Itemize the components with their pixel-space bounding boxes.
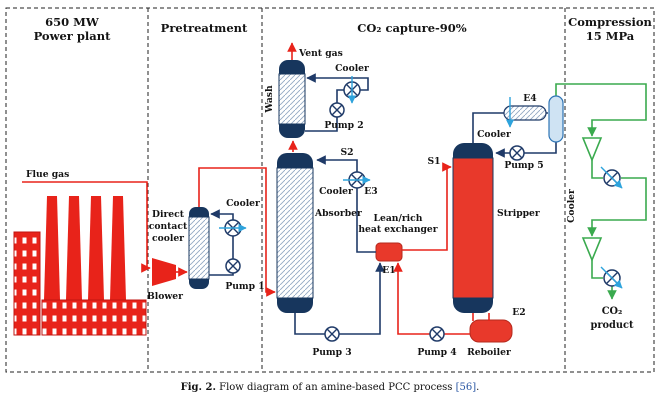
direct-contact-cooler-column [188,207,210,289]
compressor2-out-line [591,260,603,279]
stripper-column [452,143,494,313]
wash-column [278,60,306,138]
wash-label: Wash [264,85,275,114]
reboiler-vessel [469,319,513,343]
solvent-lines [209,73,557,335]
co2-lines [555,83,647,300]
co2-to-compressor1-line [555,83,647,137]
e4-label: E4 [523,93,537,104]
condenser-e4 [503,105,547,121]
lean-rich-label-line2: heat exchanger [358,224,437,235]
chimney-icon [88,196,104,300]
s1-label: S1 [427,156,440,167]
section-title-pretreatment: Pretreatment [161,21,248,35]
pump-3-icon [324,326,340,342]
flue-gas-label: Flue gas [26,169,69,180]
pump2-label: Pump 2 [324,120,363,131]
section-title-compression-line2: 15 MPa [586,29,635,43]
pump1-label: Pump 1 [225,281,264,292]
section-title-capture: CO₂ capture-90% [357,21,467,35]
caption-period: . [476,382,480,393]
blower-icon [152,258,176,286]
section-title-power-plant-line2: Power plant [34,29,112,43]
co2-product-label-line1: CO₂ [602,306,623,317]
absorber-label: Absorber [314,208,362,219]
plant-tower [13,231,41,336]
pump4-label: Pump 4 [417,347,457,358]
compressor-1-icon [581,137,603,163]
flue-gas-line [22,181,151,273]
figure-caption: Fig. 2. Flow diagram of an amine-based P… [0,382,660,393]
blower-label: Blower [147,291,183,302]
caption-reference: [56] [455,382,477,393]
caption-label: Fig. 2. [180,382,216,393]
chimney-icon [66,196,82,300]
s2-label: S2 [340,147,353,158]
dcc-to-absorber-line [198,167,276,297]
plant-building [41,299,147,336]
section-borders [5,7,655,373]
cooling-water-arrows [219,76,623,289]
reflux-line [495,142,557,158]
pump-5-icon [509,145,525,161]
dcc-label-line2: contact [149,221,188,232]
section-title-compression-line1: Compression [568,15,652,29]
dcc-label-line3: cooler [152,233,184,244]
outer-border [5,7,655,373]
co2-product-label-line2: product [590,320,633,331]
e4-cooler-label: Cooler [477,129,511,140]
pump-2-icon [329,102,345,118]
pretreatment-cooler-label: Cooler [226,198,260,209]
compressor-2-icon [581,237,603,263]
lean-hot-line [393,262,470,335]
dcc-cooling-loop [209,209,234,276]
pump-4-icon [429,326,445,342]
power-plant-graphic [13,196,147,336]
e2-label: E2 [512,307,525,318]
flue-gas-lines [22,42,490,335]
cooling-arrow-icon [600,266,623,289]
absorber-column [276,153,314,313]
section-title-power-plant-line1: 650 MW [45,15,100,29]
vent-gas-label: Vent gas [298,48,343,59]
lean-cool-s2-line [316,155,376,253]
dcc-label-line1: Direct [152,209,185,220]
caption-text: Flow diagram of an amine-based PCC proce… [215,382,456,393]
e3-label: E3 [364,186,377,197]
wash-cooler-label: Cooler [335,63,369,74]
lean-rich-label-line1: Lean/rich [374,213,423,224]
stripper-label: Stripper [497,208,540,219]
lean-rich-heat-exchanger-e1 [375,242,403,262]
chimney-icon [110,196,126,300]
compression-cooler-label: Cooler [566,189,577,223]
e1-label: E1 [382,265,395,276]
separator-drum [548,95,564,143]
rich-hot-s1-line [402,162,452,251]
e3-cooler-label: Cooler [319,186,353,197]
chimney-icon [44,196,60,300]
cooling-arrow-icon [600,166,623,189]
compressor1-out-line [591,160,603,179]
pump3-label: Pump 3 [312,347,351,358]
diagram-canvas: 650 MW Power plant Pretreatment CO₂ capt… [5,7,655,373]
pump-1-icon [225,258,241,274]
co2-to-compressor2-line [587,177,647,237]
pump5-label: Pump 5 [504,160,543,171]
reboiler-label: Reboiler [467,347,511,358]
